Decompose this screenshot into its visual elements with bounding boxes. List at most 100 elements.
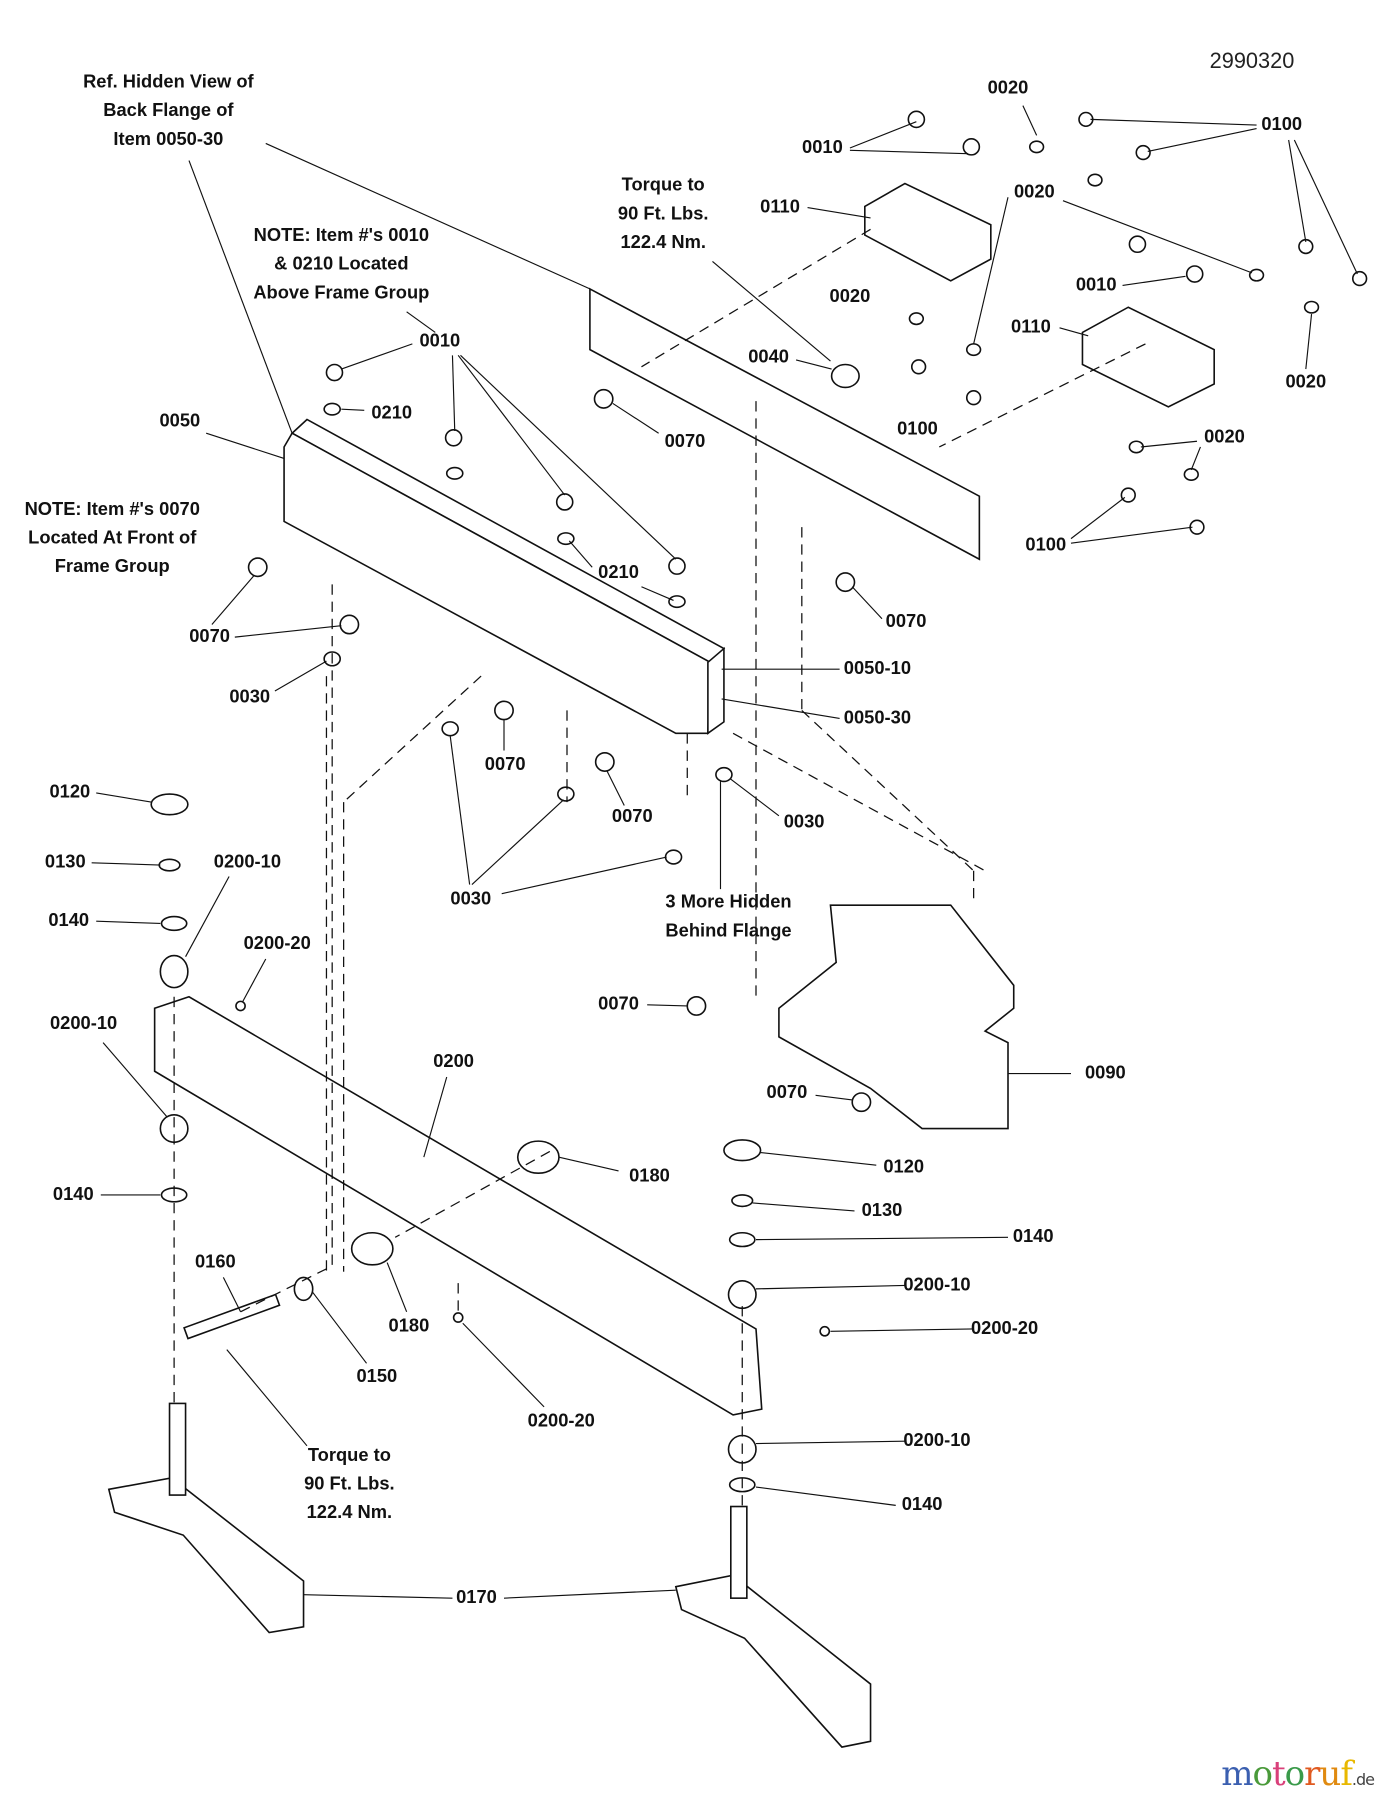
leader-line	[795, 359, 832, 370]
leader-line	[755, 1440, 905, 1445]
watermark-letter: o	[1284, 1754, 1306, 1794]
callout-0120: 0120	[883, 1155, 924, 1176]
retaining-ring-0130	[731, 1194, 754, 1208]
note-torque-bottom: 90 Ft. Lbs.	[304, 1473, 395, 1494]
note-note-0010: & 0210 Located	[274, 253, 408, 274]
callout-0140: 0140	[53, 1183, 94, 1204]
leader-line	[341, 343, 413, 370]
bolt-0010	[325, 363, 344, 382]
leader-line	[606, 770, 625, 806]
callout-0120: 0120	[49, 781, 90, 802]
note-note-0070: NOTE: Item #'s 0070	[25, 498, 200, 519]
assembly-centerline	[641, 228, 871, 368]
callout-0200-10: 0200-10	[903, 1273, 970, 1294]
leader-line	[641, 586, 674, 601]
bushing-0200-10	[727, 1280, 757, 1310]
leader-line	[274, 660, 327, 692]
callout-0140: 0140	[1013, 1225, 1054, 1246]
callout-0070: 0070	[189, 625, 230, 646]
nut-0030	[441, 721, 459, 737]
leader-line	[1070, 526, 1193, 544]
note-hidden-behind: Behind Flange	[665, 919, 791, 940]
motoruf-watermark-logo: motoruf.de	[1221, 1754, 1375, 1794]
washer-0020	[965, 343, 982, 357]
note-note-0010: Above Frame Group	[253, 281, 429, 302]
bolt-0070	[851, 1092, 872, 1113]
callout-0070: 0070	[767, 1081, 808, 1102]
note-ref-hidden-view: Back Flange of	[103, 99, 234, 120]
watermark-letter: r	[1304, 1754, 1320, 1794]
note-hidden-behind: 3 More Hidden	[665, 891, 791, 912]
callout-0130: 0130	[862, 1199, 903, 1220]
callout-0110: 0110	[760, 195, 800, 216]
leader-line	[451, 355, 456, 431]
retaining-ring-0130	[158, 858, 181, 872]
bolt-0070	[593, 388, 614, 409]
leader-line	[851, 586, 883, 620]
bolt-0010	[962, 138, 981, 156]
leader-line	[211, 574, 255, 625]
drawing-number: 2990320	[1210, 48, 1295, 73]
bolt-0070	[686, 995, 707, 1016]
watermark-letter: t	[1271, 1754, 1286, 1794]
washer-0140	[728, 1231, 756, 1248]
callout-0050: 0050	[159, 410, 200, 431]
leader-line	[755, 1486, 896, 1506]
assembly-centerline	[394, 1150, 551, 1238]
leader-line	[1022, 105, 1038, 136]
leader-line	[96, 792, 152, 803]
leader-line	[752, 1202, 855, 1212]
nut-0030	[664, 849, 683, 865]
washer-0020	[1183, 467, 1199, 481]
leader-line	[226, 1349, 308, 1447]
leader-line	[730, 778, 780, 817]
callout-0020: 0020	[830, 285, 871, 306]
note-ref-hidden-view: Item 0050-30	[113, 128, 223, 149]
leader-line	[760, 1152, 877, 1166]
leader-line	[449, 735, 471, 885]
nut-0100	[1351, 270, 1368, 287]
spindle-0170-left	[107, 1477, 305, 1634]
leader-line	[91, 862, 161, 866]
callout-0130: 0130	[45, 851, 86, 872]
nut-0100	[910, 359, 927, 375]
grease-fitting-0200-20	[235, 1000, 246, 1012]
callout-0030: 0030	[229, 686, 270, 707]
note-torque-top: 122.4 Nm.	[620, 231, 706, 252]
callout-0200-20: 0200-20	[244, 932, 311, 953]
bolt-0010	[907, 110, 926, 129]
leader-line	[1122, 275, 1186, 287]
callout-0050-30: 0050-30	[844, 706, 911, 727]
leader-line	[755, 1236, 1009, 1241]
bracket-0090	[778, 904, 1015, 1130]
leader-line	[1190, 446, 1201, 471]
callout-0150: 0150	[356, 1365, 397, 1386]
washer-0020	[1303, 300, 1320, 314]
bolt-0070	[594, 752, 615, 772]
bolt-0010	[444, 428, 463, 447]
leader-line	[406, 311, 436, 333]
leader-line	[647, 1004, 688, 1007]
bolt-0070	[339, 614, 360, 635]
bolt-0070	[247, 557, 268, 578]
leader-line	[1070, 496, 1126, 540]
callout-0020: 0020	[1204, 426, 1245, 447]
leader-line	[188, 160, 293, 434]
note-torque-bottom: 122.4 Nm.	[307, 1501, 393, 1522]
frame-channel-front-face	[283, 432, 711, 735]
callout-0200-10: 0200-10	[50, 1012, 117, 1033]
bracket-0110-lower	[1081, 306, 1215, 408]
leader-line	[242, 958, 267, 1002]
leader-line	[558, 1156, 619, 1172]
leader-line	[1090, 118, 1257, 126]
callout-0210: 0210	[371, 402, 412, 423]
watermark-letter: u	[1319, 1754, 1341, 1794]
bolt-0010	[555, 493, 574, 511]
callout-0170: 0170	[456, 1586, 497, 1607]
callout-0100: 0100	[1261, 113, 1302, 134]
callout-0030: 0030	[784, 811, 825, 832]
bolt-0010	[1185, 265, 1204, 283]
assembly-centerline	[732, 732, 986, 872]
bracket-0110-upper	[864, 182, 992, 282]
